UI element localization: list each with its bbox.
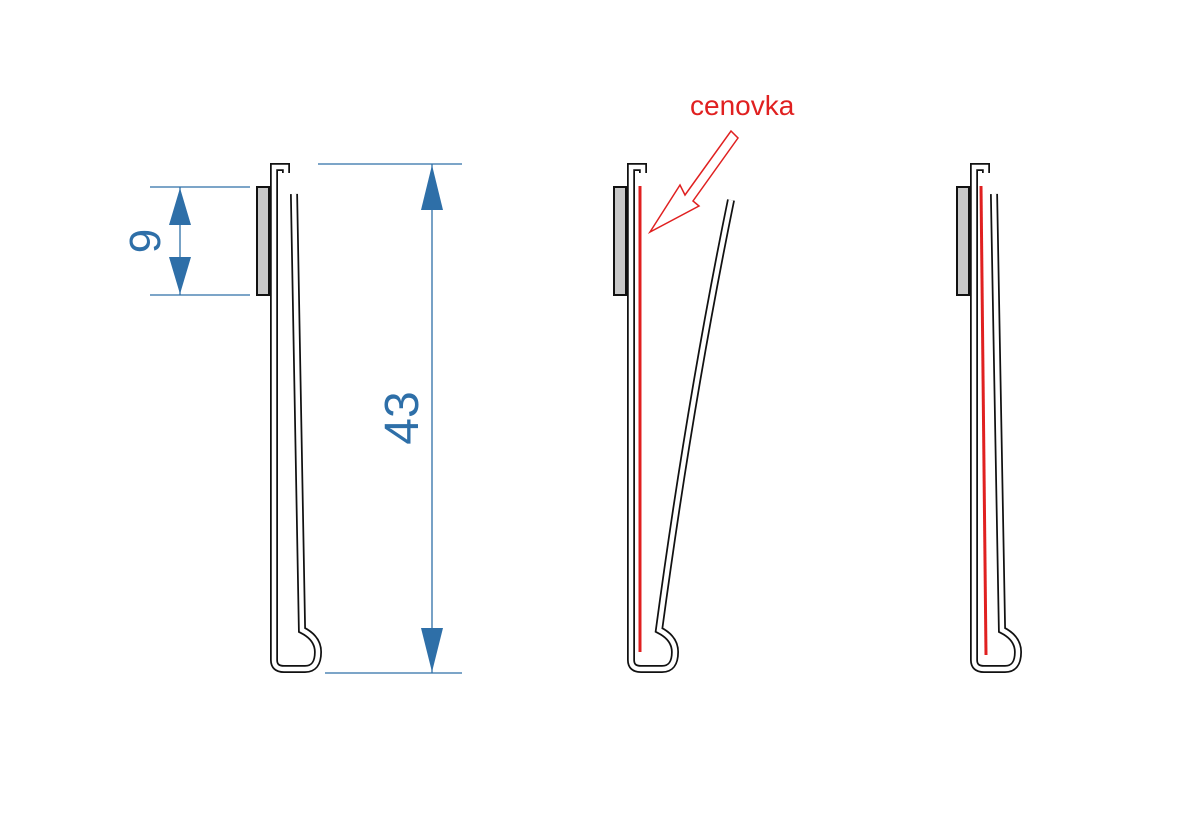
profile-empty	[256, 163, 323, 673]
dimension-9	[150, 186, 250, 296]
dimension-43	[318, 163, 462, 674]
profile-open	[613, 163, 735, 673]
adhesive-strip	[956, 186, 970, 296]
dimension-9-label: 9	[121, 229, 170, 253]
price-tag	[979, 185, 988, 656]
adhesive-strip	[613, 186, 627, 296]
arrow-down-icon	[421, 628, 443, 672]
callout-label: cenovka	[690, 90, 795, 121]
arrow-down-icon	[169, 257, 191, 294]
callout-arrow-icon	[647, 129, 739, 234]
arrow-up-icon	[421, 165, 443, 210]
profile-closed	[956, 163, 1023, 673]
arrow-up-icon	[169, 188, 191, 225]
adhesive-strip	[256, 186, 270, 296]
dimension-43-label: 43	[376, 391, 429, 444]
